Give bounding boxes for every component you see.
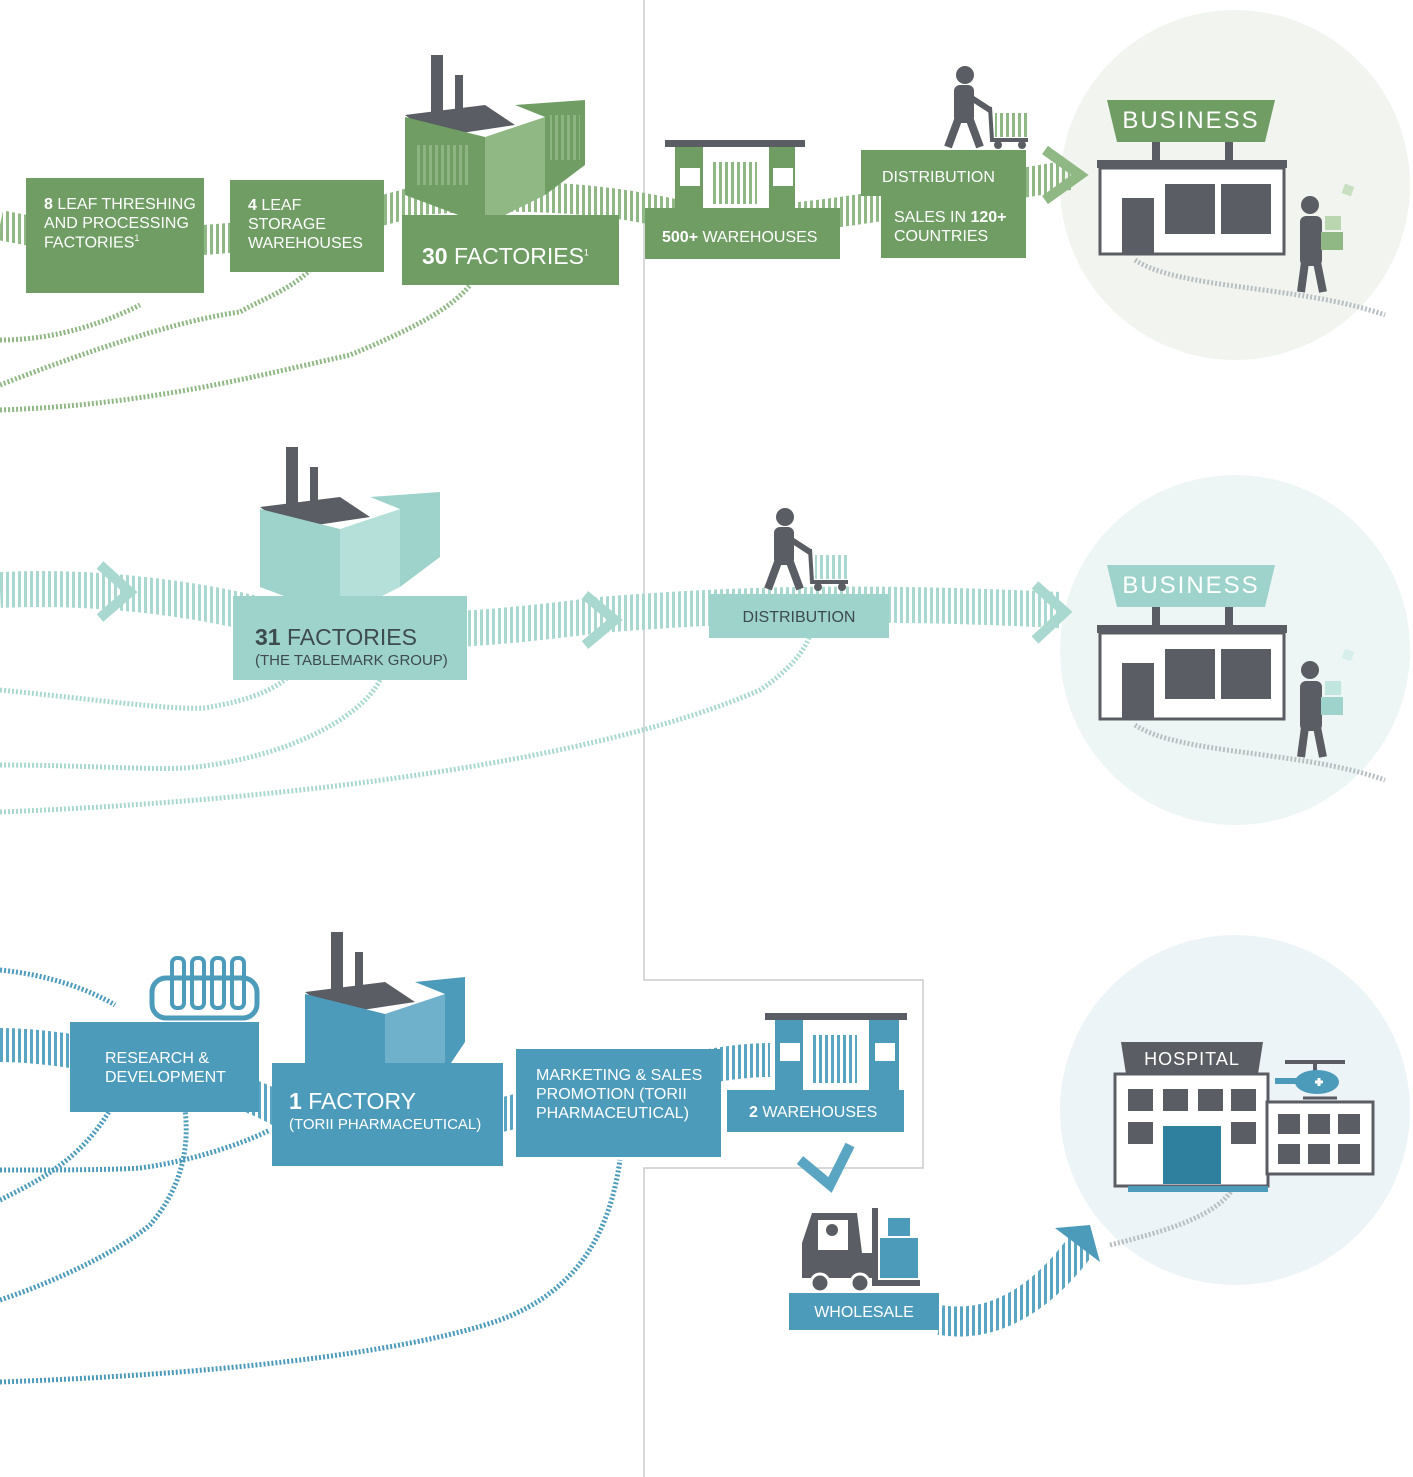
store-icon-top — [1097, 100, 1287, 256]
food-main-flow — [0, 571, 1061, 649]
pharma-warehouses-label: WAREHOUSES — [762, 1104, 878, 1121]
leaf-threshing-note: 1 — [134, 233, 140, 244]
pharma-warehouses-count: 2 — [749, 1104, 758, 1121]
business-thin-flow-top — [1133, 257, 1386, 318]
divider-line — [643, 0, 924, 1477]
rnd-label: RESEARCH & DEVELOPMENT — [105, 1050, 226, 1087]
pharma-thin-flow-5 — [0, 1159, 623, 1385]
tobacco-sales-count: 120+ — [970, 209, 1007, 226]
lab-icon — [149, 956, 260, 1021]
business-sign-mid: BUSINESS — [1122, 572, 1260, 599]
tobacco-warehouses-box: 500+ WAREHOUSES — [645, 208, 840, 259]
tobacco-sales-prefix: SALES IN — [894, 209, 967, 226]
pharma-factory-sub: (TORII PHARMACEUTICAL) — [289, 1115, 482, 1133]
food-thin-flow-2 — [0, 678, 383, 771]
tobacco-distribution-box: DISTRIBUTION — [861, 150, 1026, 196]
food-distribution-label: DISTRIBUTION — [742, 609, 856, 626]
pharma-thin-flow-2 — [0, 1127, 272, 1173]
pharma-thin-flow-4 — [0, 1109, 189, 1303]
factory-icon-food — [260, 447, 440, 617]
warehouse-icon-tobacco — [665, 140, 805, 210]
food-thin-flow-1 — [0, 663, 302, 711]
food-factories-label: FACTORIES — [286, 624, 417, 650]
food-factories-sub: (THE TABLEMARK GROUP) — [255, 651, 448, 669]
marketing-box: MARKETING & SALES PROMOTION (TORII PHARM… — [516, 1049, 721, 1157]
food-factories-count: 31 — [255, 624, 281, 650]
worker-cart-icon-tobacco — [944, 66, 1028, 149]
food-distribution-box: DISTRIBUTION — [709, 594, 889, 638]
leaf-threshing-count: 8 — [44, 196, 53, 213]
person-box-icon-top — [1297, 183, 1355, 293]
food-arrow-head-3 — [1031, 581, 1073, 644]
tobacco-warehouses-label: WAREHOUSES — [702, 229, 818, 246]
pharma-factory-box: 1 FACTORY (TORII PHARMACEUTICAL) — [272, 1063, 503, 1166]
rnd-box: RESEARCH & DEVELOPMENT — [70, 1022, 259, 1112]
pharma-wholesale-flow — [937, 1231, 1098, 1337]
leaf-storage-box: 4 LEAF STORAGE WAREHOUSES — [230, 180, 384, 272]
pharma-thin-flow-3 — [0, 1108, 113, 1203]
marketing-label: MARKETING & SALES PROMOTION (TORII PHARM… — [536, 1067, 703, 1123]
pharma-arrow-wholesale — [796, 1142, 855, 1193]
pharma-factory-count: 1 — [289, 1088, 302, 1114]
pharma-arrow-hospital — [1055, 1225, 1100, 1262]
tobacco-arrow-head — [1042, 145, 1089, 205]
pharma-warehouses-box: 2 WAREHOUSES — [727, 1090, 904, 1132]
tobacco-warehouses-count: 500+ — [662, 229, 699, 246]
tobacco-factories-label: FACTORIES — [453, 243, 584, 269]
wholesale-label: WHOLESALE — [814, 1304, 914, 1321]
food-factories-box: 31 FACTORIES (THE TABLEMARK GROUP) — [233, 596, 467, 680]
leaf-threshing-box: 8 LEAF THRESHING AND PROCESSING FACTORIE… — [26, 178, 204, 293]
hospital-sign: HOSPITAL — [1144, 1049, 1240, 1069]
tobacco-thin-flow-3 — [0, 283, 472, 413]
leaf-storage-count: 4 — [248, 197, 257, 214]
tobacco-thin-flow-1 — [0, 302, 142, 343]
store-icon-mid — [1097, 565, 1287, 721]
pharma-factory-label: FACTORY — [308, 1088, 416, 1114]
person-box-icon-mid — [1297, 648, 1355, 758]
tobacco-sales-box: SALES IN 120+ COUNTRIES — [881, 196, 1026, 258]
warehouse-icon-pharma — [765, 1013, 907, 1090]
pharma-thin-flow-1 — [0, 967, 117, 1008]
tobacco-factories-box: 30 FACTORIES1 — [402, 215, 619, 285]
tobacco-sales-suffix: COUNTRIES — [894, 228, 989, 246]
business-sign-top: BUSINESS — [1122, 107, 1260, 134]
business-thin-flow-mid — [1133, 722, 1386, 783]
leaf-threshing-label: LEAF THRESHING AND PROCESSING FACTORIES — [44, 196, 196, 252]
hospital-thin-flow — [1109, 1183, 1238, 1248]
leaf-storage-label: LEAF STORAGE WAREHOUSES — [248, 197, 363, 253]
factory-icon-tobacco — [405, 55, 585, 225]
tobacco-factories-count: 30 — [422, 243, 448, 269]
food-arrow-head-2 — [581, 591, 623, 649]
forklift-icon — [802, 1208, 920, 1294]
tobacco-factories-note: 1 — [583, 247, 589, 258]
hospital-icon — [1113, 1042, 1375, 1192]
helicopter-icon — [1275, 1060, 1345, 1100]
food-arrow-head-1 — [96, 561, 138, 622]
wholesale-box: WHOLESALE — [789, 1293, 939, 1330]
worker-cart-icon-food — [764, 508, 848, 591]
tobacco-distribution-label: DISTRIBUTION — [882, 169, 995, 186]
